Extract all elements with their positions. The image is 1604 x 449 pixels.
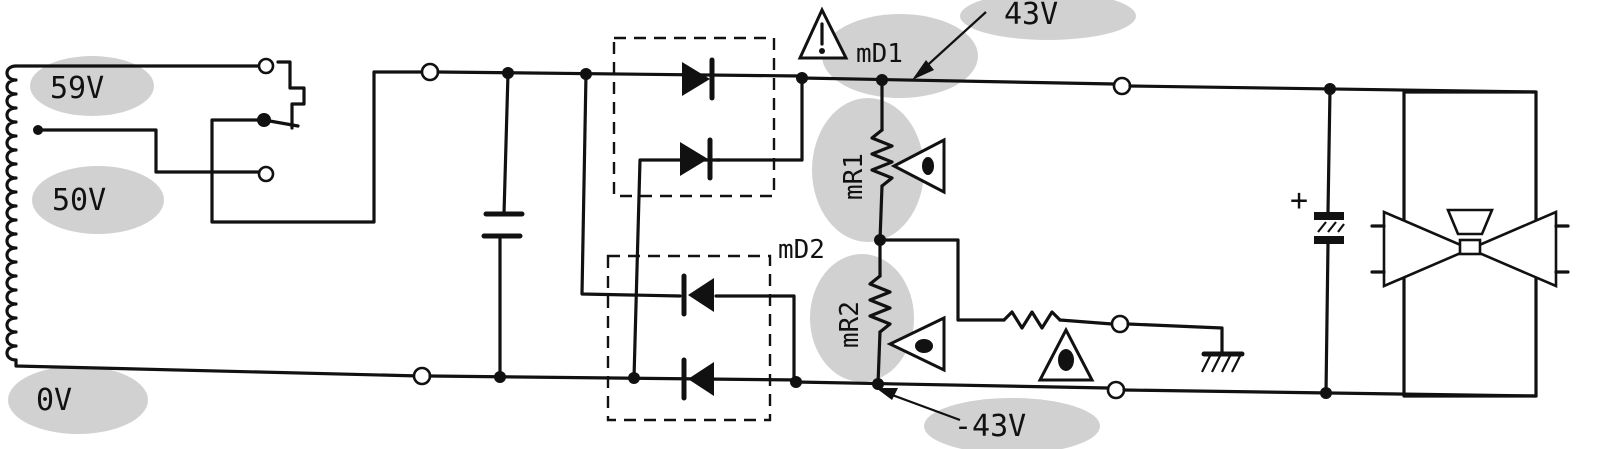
wire-tap-0v (14, 358, 422, 378)
resistor-aux (1002, 310, 1062, 330)
wire-tap-50v (36, 128, 264, 174)
warning-icon (886, 315, 946, 373)
arrow-negative-head (876, 388, 898, 400)
speaker-right-leads (1554, 224, 1570, 274)
label-50v: 50V (52, 183, 106, 218)
md2-outline (606, 254, 772, 422)
cap-out-lead-top (1326, 87, 1332, 214)
label-positive-rail: 43V (1004, 0, 1058, 32)
cap-out-hatch (1317, 221, 1345, 233)
wire-bridge-right-upper (714, 76, 804, 162)
resistor-mr1 (870, 128, 894, 188)
label-md2: mD2 (778, 235, 825, 265)
switch-contact-59v (257, 57, 275, 75)
wire-rail-positive (800, 76, 1116, 86)
warning-icon (797, 6, 849, 60)
warning-icon (1037, 326, 1095, 382)
highlight-mr1 (812, 98, 924, 242)
resistor-chain (868, 78, 894, 386)
wire-rail-top-input (436, 70, 802, 78)
ground-icon (1201, 351, 1245, 373)
node-bridge-inner-bottom (628, 372, 640, 384)
md1-outline (612, 36, 776, 198)
wire-aux-out (1058, 318, 1114, 326)
highlight-50v (32, 166, 164, 234)
label-plus: + (1290, 183, 1308, 218)
cap-out-plate-bottom (1314, 236, 1344, 244)
terminal-out-top (1112, 76, 1132, 96)
speaker-left-leads (1370, 224, 1386, 274)
transformer-winding (5, 64, 422, 378)
transformer-coil (5, 64, 18, 362)
label-mr1: mR1 (839, 153, 869, 200)
highlight-59v (30, 56, 154, 116)
diode-d2-body (680, 142, 708, 176)
mr1-lead-bottom (878, 184, 884, 242)
highlight-mr2 (810, 254, 914, 382)
speaker-assembly (1370, 90, 1570, 398)
arrow-positive-leader (919, 11, 987, 73)
terminal-ground (1110, 314, 1130, 334)
label-59v: 59V (50, 71, 104, 106)
wire-rail-bottom-input (428, 374, 802, 382)
wire-mid-network (878, 238, 1006, 322)
highlight-neg43v (924, 398, 1100, 449)
warning-icon (890, 137, 946, 195)
warning-icon-mr2-mark (915, 339, 933, 353)
input-capacitor (481, 71, 525, 379)
speaker-right-cone (1466, 210, 1558, 288)
resistor-mr2 (868, 274, 892, 334)
mr2-lead-bottom (876, 330, 882, 386)
label-md1: mD1 (856, 39, 903, 69)
highlight-regions (8, 0, 1136, 449)
cap-out-lead-bottom (1324, 242, 1330, 395)
wire-ground (1126, 322, 1224, 354)
warning-icon-md1-dot (819, 48, 825, 54)
warning-icon-aux-mark (1058, 349, 1074, 371)
label-mr2: mR2 (835, 301, 865, 348)
terminal-in-top (420, 62, 440, 82)
arrow-positive-head (912, 60, 934, 80)
wire-bridge-right-lower (714, 294, 796, 382)
switch-contact-50v (257, 165, 275, 183)
ground-hatch (1201, 355, 1241, 373)
diode-d4-body (688, 362, 714, 396)
wire-rail-negative (794, 380, 1110, 390)
terminal-in-bottom (412, 366, 432, 386)
wire-switch-out (210, 70, 426, 224)
speaker-icon (1446, 208, 1494, 236)
highlight-43v (960, 0, 1136, 40)
switch-actuator (276, 60, 306, 130)
diode-d3-body (688, 278, 714, 312)
cap-lead-top (502, 71, 510, 216)
diode-pack-md1 (612, 36, 776, 198)
arrow-negative-leader (883, 390, 961, 422)
highlight-0v (8, 366, 148, 434)
diode-pack-md2 (606, 254, 772, 422)
label-negative-rail: -43V (954, 409, 1026, 444)
speaker-magnet (1458, 238, 1482, 256)
highlight-md1 (822, 14, 978, 98)
cap-out-plate-top (1314, 212, 1344, 220)
wire-bridge-inner (632, 158, 722, 380)
voltage-selector-switch (210, 57, 426, 224)
warning-icon-mr1 (890, 137, 946, 195)
output-capacitor (1314, 87, 1345, 395)
wire-bridge-left (580, 72, 682, 298)
speaker-left-cone (1382, 210, 1474, 288)
diode-d1-body (682, 62, 710, 96)
warning-icon-mr1-mark (922, 157, 934, 175)
terminal-out-bottom (1106, 380, 1126, 400)
label-0v: 0V (36, 383, 72, 418)
